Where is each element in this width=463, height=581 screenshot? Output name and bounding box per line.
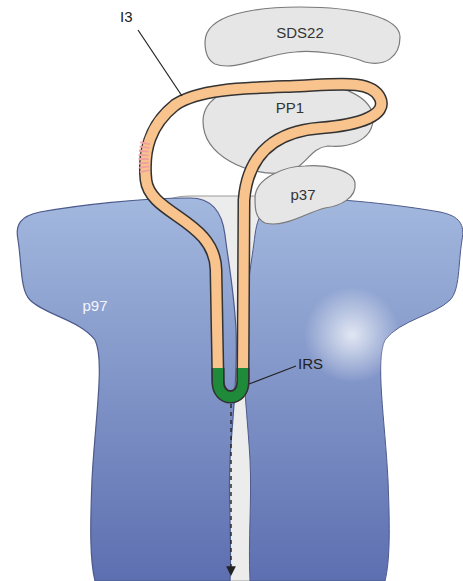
protein-name: p97: [82, 297, 107, 314]
protein-shape: PP1: [188, 76, 380, 176]
protein-name: SDS22: [276, 24, 324, 41]
part-label: IRS: [298, 355, 323, 372]
protein-shape: p97: [10, 190, 245, 581]
irs-segment: [218, 368, 243, 397]
i3-tube: [145, 84, 381, 396]
part-label: I3: [120, 8, 133, 25]
i3-flexible-segment: [144, 140, 146, 172]
shape-path: [203, 81, 373, 173]
irs-leader-line: [249, 366, 296, 384]
shape-path: [205, 7, 400, 66]
i3-tube-outline: [145, 84, 381, 396]
translocation-arrow: [230, 404, 231, 574]
shape-path: [255, 166, 355, 224]
protein-shape: SDS22: [195, 2, 407, 76]
shape-outline: [188, 76, 380, 176]
protein-name: p37: [290, 186, 315, 203]
protein-shape: p37: [245, 158, 365, 233]
shape-outline: [10, 190, 245, 581]
shape-path: [17, 198, 236, 581]
i3-leader-line: [138, 30, 182, 96]
protein-name: PP1: [276, 99, 304, 116]
p97-right-lobe-group: [244, 198, 463, 581]
irs-segment-outline: [218, 368, 243, 397]
lobe-highlight: [304, 287, 400, 383]
p97-right-lobe: [244, 198, 463, 581]
